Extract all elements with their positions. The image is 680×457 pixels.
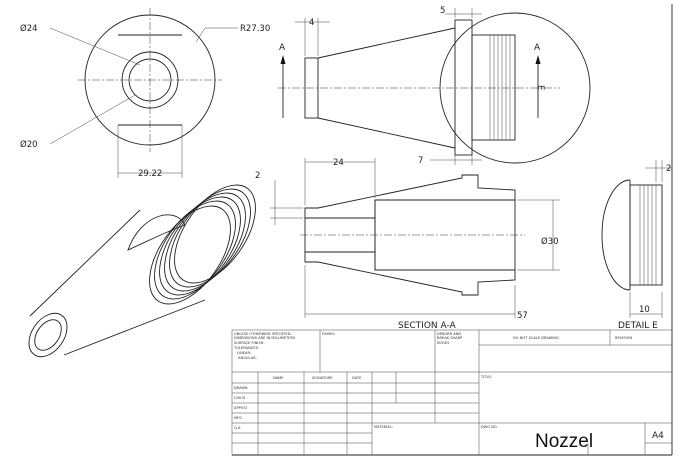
col-name: NAME [273,376,284,380]
front-view: Ø24 R27.30 Ø20 29.22 [20,8,270,179]
detail-dim-2: 2 [666,164,671,174]
dim-7: 7 [418,156,423,166]
side-view: A A E 4 5 7 [278,6,591,166]
dim-d20: Ø20 [20,139,38,150]
row-mfg: MFG [234,416,242,420]
finish-label: FINISH: [322,332,335,336]
tolerance-note: UNLESS OTHERWISE SPECIFIED: [234,332,292,336]
row-qa: Q.A [234,426,241,430]
dim-d30: Ø30 [541,236,559,247]
tolerance-note: TOLERANCES: [233,346,259,350]
tolerance-note: ANGULAR: [238,356,257,360]
sheet-size: A4 [652,431,664,441]
dim-w29: 29.22 [138,169,162,179]
cut-label-right: A [534,43,541,53]
dim-24: 24 [333,158,344,168]
tolerance-note: SURFACE FINISH: [234,341,265,345]
dim-2: 2 [255,171,260,181]
dim-r27: R27.30 [240,24,270,34]
title-block: UNLESS OTHERWISE SPECIFIED: DIMENSIONS A… [231,329,672,455]
section-view: 24 2 Ø30 57 SECTION A-A [255,158,560,331]
detail-mark: E [535,85,545,90]
inner-circle [128,58,172,102]
col-signature: SIGNATURE [312,376,333,380]
isometric-view [28,184,256,358]
do-not-scale-note: DO NOT SCALE DRAWING [513,336,559,340]
section-label: SECTION A-A [398,321,457,331]
row-checked: CHK'D [234,396,246,400]
tolerance-note: DIMENSIONS ARE IN MILLIMETERS [234,336,296,340]
deburr-note: DEBURR AND [437,332,461,336]
detail-dim-10: 10 [639,305,650,315]
col-date: DATE [352,376,362,380]
title-label: TITLE: [480,375,492,379]
row-drawn: DRAWN [234,386,248,390]
part-name: Nozzel [535,431,593,452]
deburr-note: EDGES [437,341,450,345]
dim-5: 5 [440,6,445,16]
revision-label: REVISION [615,336,632,340]
dwg-no-label: DWG NO. [481,425,498,429]
cut-label-left: A [279,43,286,53]
dim-4: 4 [309,18,314,28]
deburr-note: BREAK SHARP [437,336,463,340]
tolerance-note: LINEAR: [237,351,251,355]
detail-view: 2 10 DETAIL E [601,160,672,331]
dim-57: 57 [517,311,528,321]
dim-d24: Ø24 [20,23,38,34]
detail-label: DETAIL E [618,321,658,331]
row-approved: APPV'D [234,406,247,410]
material-label: MATERIAL: [374,425,393,429]
